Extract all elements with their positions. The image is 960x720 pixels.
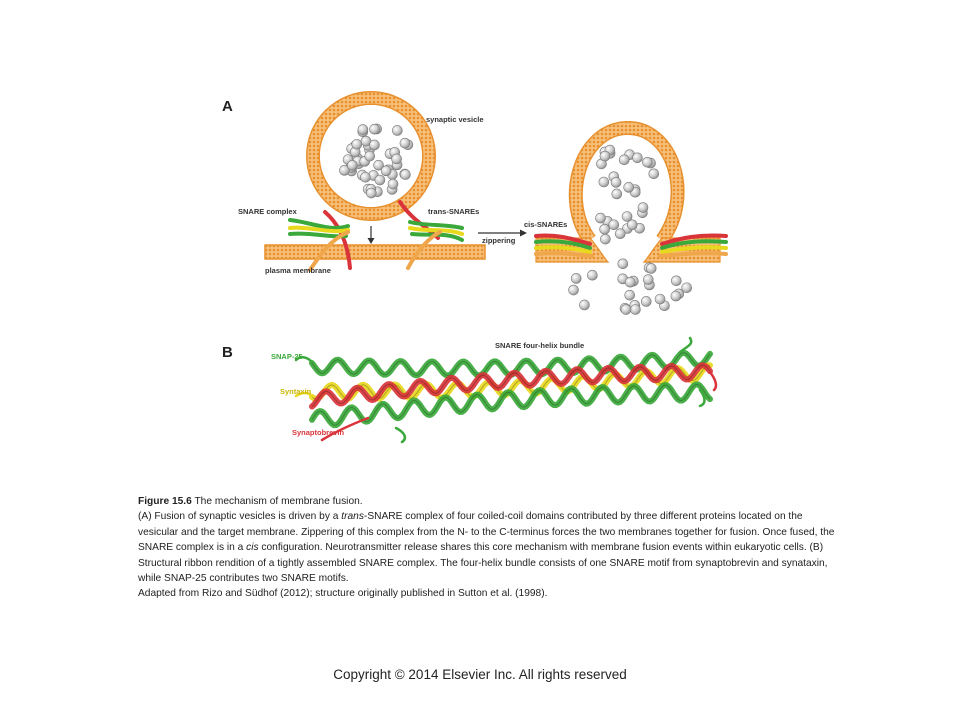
neurotransmitter-molecule [611,188,623,200]
caption-figure-number: Figure 15.6 [138,496,192,507]
neurotransmitter-molecule [357,124,369,135]
neurotransmitter-molecule [346,159,358,171]
caption-credit: Adapted from Rizo and Südhof (2012); str… [138,588,548,600]
caption-body-part-2: -SNARE complex of four coiled-coil domai… [138,511,835,554]
panel-b-label: B [222,344,233,361]
bundle-title-label: SNARE four-helix bundle [495,341,585,350]
neurotransmitter-molecule [648,168,660,180]
neurotransmitter-molecule [380,165,392,177]
snap25-label: SNAP-25 [271,352,303,361]
neurotransmitter-molecule [599,150,611,162]
syntaxin-label: Syntaxin [280,387,312,396]
neurotransmitter-molecule [640,296,652,307]
snare-complex-label: SNARE complex [238,207,297,216]
neurotransmitter-molecule [399,137,411,149]
neurotransmitter-molecule [579,299,590,311]
trans-snare-complex-right [398,200,464,270]
neurotransmitter-molecule [620,304,632,315]
released-neurotransmitters [568,144,693,315]
neurotransmitter-molecule [670,290,682,302]
caption-italic-cis: cis [246,542,259,554]
figure-illustration [264,91,728,444]
neurotransmitter-molecule [600,233,611,245]
neurotransmitter-molecule [366,187,377,199]
cis-snares-label: cis-SNAREs [524,220,568,229]
neurotransmitter-molecule [392,125,403,136]
neurotransmitter-molecule [587,269,598,281]
neurotransmitter-molecule [637,202,649,213]
neurotransmitter-molecule [624,276,636,288]
caption-title: Figure 15.6 The mechanism of membrane fu… [138,494,838,509]
neurotransmitter-molecule [568,284,579,296]
panel-a-label: A [222,98,233,115]
neurotransmitter-molecule [645,263,657,274]
figure-caption: Figure 15.6 The mechanism of membrane fu… [138,494,838,602]
synaptic-vesicle-label: synaptic vesicle [426,115,484,124]
neurotransmitter-molecule [621,211,633,222]
neurotransmitter-molecule [595,212,606,224]
neurotransmitter-molecule [387,178,399,190]
neurotransmitter-molecule [360,171,371,183]
cis-snare-complex-right [658,233,728,258]
trans-snare-complex-left [288,210,352,272]
cis-snare-complex-left [534,233,594,258]
neurotransmitter-molecule [671,275,682,287]
neurotransmitter-molecule [374,174,386,186]
copyright-notice: Copyright © 2014 Elsevier Inc. All right… [333,667,627,682]
neurotransmitter-molecule [642,274,654,285]
helix-tails [294,336,718,444]
caption-body-part-1: (A) Fusion of synaptic vesicles is drive… [138,511,342,523]
neurotransmitter-molecule [610,177,622,188]
caption-title-text: The mechanism of membrane fusion. [191,496,363,507]
helix-ribbon-edge [311,364,711,407]
plasma-membrane-label: plasma membrane [265,266,331,275]
neurotransmitter-molecule [654,293,666,305]
caption-body-part-3: configuration. Neurotransmitter release … [138,542,828,585]
neurotransmitter-molecule [632,152,643,164]
neurotransmitter-molecule [369,139,380,151]
neurotransmitter-molecule [598,176,610,188]
neurotransmitter-molecule [626,219,638,231]
neurotransmitter-molecule [617,258,629,270]
neurotransmitter-molecule [400,169,411,180]
snare-four-helix-bundle [309,349,713,429]
neurotransmitter-molecule [373,159,384,171]
zippering-arrow-icon [478,229,527,237]
neurotransmitter-molecule [642,156,653,168]
down-arrow-icon [367,226,375,244]
neurotransmitter-molecule [624,289,636,301]
neurotransmitter-molecule [570,273,582,284]
plasma-membrane-left [264,244,486,260]
neurotransmitter-molecule [391,153,402,165]
neurotransmitter-molecule [351,138,363,150]
neurotransmitter-molecule [364,150,376,162]
helix-ribbon [309,362,713,410]
neurotransmitter-molecule [681,282,693,294]
neurotransmitter-molecule [630,304,641,315]
caption-body: (A) Fusion of synaptic vesicles is drive… [138,509,838,586]
neurotransmitter-molecule [608,219,620,231]
neurotransmitter-molecule [599,223,610,235]
synaptobrevin-label: Synaptobrevin [292,428,345,437]
helix-ribbon [309,381,713,429]
caption-italic-trans: trans [341,511,364,523]
neurotransmitter-molecule [623,182,634,193]
neurotransmitter-molecule [618,154,630,166]
helix-ribbon-edge [311,383,711,426]
neurotransmitter-molecule [614,228,626,240]
zippering-label: zippering [482,236,516,245]
vesicle-neurotransmitters [339,123,414,199]
neurotransmitter-molecule [369,123,380,135]
trans-snares-label: trans-SNAREs [428,207,480,216]
neurotransmitter-molecule [339,165,350,176]
